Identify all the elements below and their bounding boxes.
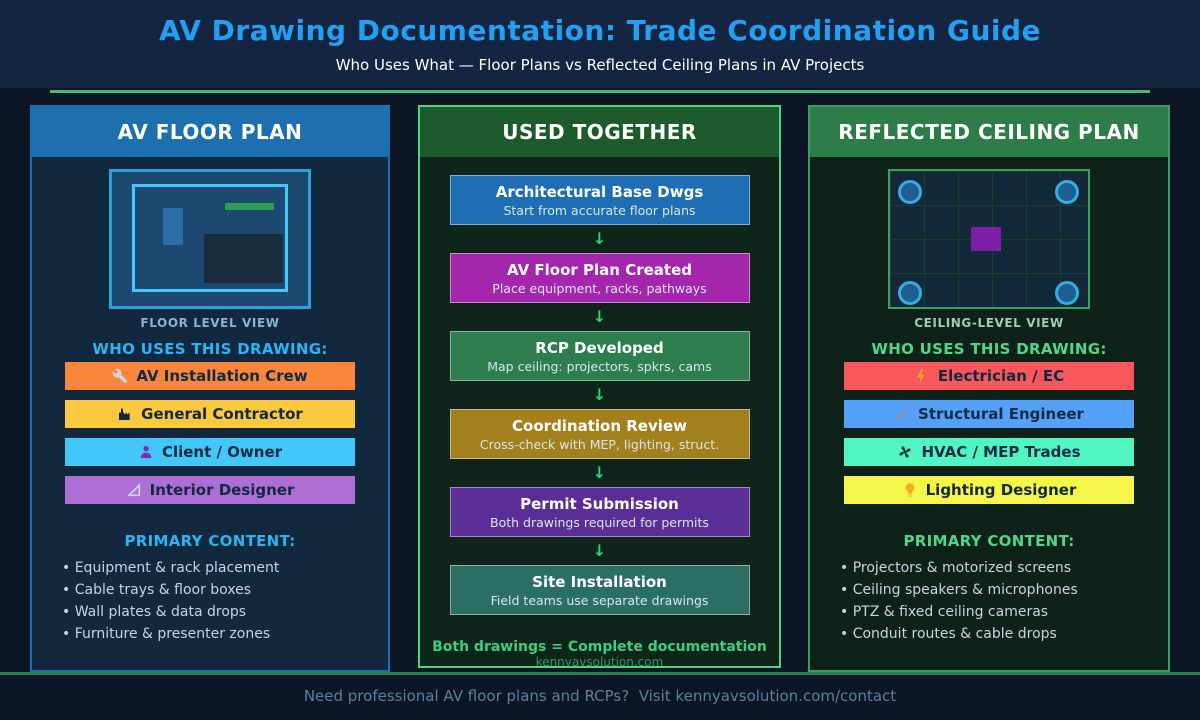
role-label: AV Installation Crew xyxy=(136,367,308,385)
list-item: • Projectors & motorized screens xyxy=(840,560,1072,576)
ceiling-speaker-shape xyxy=(898,281,922,305)
page-title: AV Drawing Documentation: Trade Coordina… xyxy=(158,14,1042,47)
fan-icon xyxy=(897,444,913,460)
reflected-ceiling-plan-panel: REFLECTED CEILING PLAN CEILING-LEVEL VIE… xyxy=(808,105,1170,672)
down-arrow-icon: ↓ xyxy=(592,307,607,326)
list-item: • Conduit routes & cable drops xyxy=(840,626,1057,642)
wrench-icon xyxy=(112,368,128,384)
display-screen-shape xyxy=(225,203,274,210)
list-item: • Wall plates & data drops xyxy=(62,604,247,620)
role-label: Structural Engineer xyxy=(918,405,1084,423)
factory-icon xyxy=(117,406,133,422)
role-bar-client-owner: Client / Owner xyxy=(65,438,355,466)
rcp-diagram-label: CEILING-LEVEL VIEW xyxy=(914,316,1064,330)
rcp-primary-content-list: • Projectors & motorized screens • Ceili… xyxy=(840,560,1168,648)
step-title: RCP Developed xyxy=(535,338,664,357)
projector-shape xyxy=(971,227,1001,251)
rcp-primary-content-title: PRIMARY CONTENT: xyxy=(903,532,1075,550)
step-subtitle: Both drawings required for permits xyxy=(490,514,709,530)
step-title: Site Installation xyxy=(532,572,667,591)
down-arrow-icon: ↓ xyxy=(592,229,607,248)
role-label: HVAC / MEP Trades xyxy=(921,443,1081,461)
role-label: Interior Designer xyxy=(149,481,295,499)
step-subtitle: Field teams use separate drawings xyxy=(490,592,709,608)
floor-plan-panel: AV FLOOR PLAN FLOOR LEVEL VIEW WHO USES … xyxy=(30,105,390,672)
flow-step-coordination-review: Coordination Review Cross-check with MEP… xyxy=(449,409,750,459)
role-bar-electrician: Electrician / EC xyxy=(844,362,1134,390)
role-label: Electrician / EC xyxy=(937,367,1065,385)
list-item: • PTZ & fixed ceiling cameras xyxy=(840,604,1049,620)
role-bar-structural-engineer: Structural Engineer xyxy=(844,400,1134,428)
floor-primary-content-list: • Equipment & rack placement • Cable tra… xyxy=(62,560,388,648)
footer-divider xyxy=(0,672,1200,675)
rcp-who-uses-title: WHO USES THIS DRAWING: xyxy=(871,340,1107,358)
floor-who-uses-title: WHO USES THIS DRAWING: xyxy=(92,340,328,358)
down-arrow-icon: ↓ xyxy=(592,385,607,404)
floor-role-list: AV Installation Crew General Contractor … xyxy=(32,362,388,504)
flow-step-av-floor-plan-created: AV Floor Plan Created Place equipment, r… xyxy=(449,253,750,303)
room-outline xyxy=(132,184,288,292)
floor-plan-panel-title: AV FLOOR PLAN xyxy=(32,107,388,157)
page-subtitle: Who Uses What — Floor Plans vs Reflected… xyxy=(335,56,865,74)
equipment-rack-shape xyxy=(163,208,183,245)
floor-primary-content-title: PRIMARY CONTENT: xyxy=(124,532,296,550)
step-subtitle: Place equipment, racks, pathways xyxy=(492,280,707,296)
bulb-icon xyxy=(902,482,918,498)
step-title: Permit Submission xyxy=(520,494,679,513)
list-item: • Ceiling speakers & microphones xyxy=(840,582,1078,598)
step-title: Architectural Base Dwgs xyxy=(495,182,704,201)
step-title: AV Floor Plan Created xyxy=(507,260,692,279)
flow-step-rcp-developed: RCP Developed Map ceiling: projectors, s… xyxy=(449,331,750,381)
down-arrow-icon: ↓ xyxy=(592,541,607,560)
rcp-panel-title: REFLECTED CEILING PLAN xyxy=(810,107,1168,157)
bolt-icon xyxy=(894,406,910,422)
step-title: Coordination Review xyxy=(512,416,687,435)
ceiling-speaker-shape xyxy=(1055,281,1079,305)
ceiling-speaker-shape xyxy=(1055,180,1079,204)
ceiling-speaker-shape xyxy=(898,180,922,204)
role-bar-av-installation-crew: AV Installation Crew xyxy=(65,362,355,390)
role-bar-interior-designer: Interior Designer xyxy=(65,476,355,504)
floor-diagram-label: FLOOR LEVEL VIEW xyxy=(140,316,280,330)
role-bar-general-contractor: General Contractor xyxy=(65,400,355,428)
step-subtitle: Start from accurate floor plans xyxy=(503,202,696,218)
complete-documentation-note: Both drawings = Complete documentation xyxy=(432,639,767,655)
role-bar-lighting-designer: Lighting Designer xyxy=(844,476,1134,504)
role-bar-hvac-mep: HVAC / MEP Trades xyxy=(844,438,1134,466)
workflow-steps: Architectural Base Dwgs Start from accur… xyxy=(420,175,779,615)
list-item: • Furniture & presenter zones xyxy=(62,626,271,642)
down-arrow-icon: ↓ xyxy=(592,463,607,482)
flow-step-permit-submission: Permit Submission Both drawings required… xyxy=(449,487,750,537)
ceiling-plan-diagram xyxy=(888,169,1090,309)
person-icon xyxy=(138,444,154,460)
list-item: • Cable trays & floor boxes xyxy=(62,582,252,598)
step-subtitle: Map ceiling: projectors, spkrs, cams xyxy=(487,358,712,374)
flow-step-architectural-base-dwgs: Architectural Base Dwgs Start from accur… xyxy=(449,175,750,225)
rcp-role-list: Electrician / EC Structural Engineer HVA… xyxy=(810,362,1168,504)
website-text: kennyavsolution.com xyxy=(535,655,664,668)
floor-plan-diagram xyxy=(109,169,311,309)
table-shape xyxy=(204,234,283,283)
used-together-panel-title: USED TOGETHER xyxy=(420,107,779,157)
flow-step-site-installation: Site Installation Field teams use separa… xyxy=(449,565,750,615)
header-divider xyxy=(50,90,1150,93)
role-label: Client / Owner xyxy=(161,443,283,461)
list-item: • Equipment & rack placement xyxy=(62,560,280,576)
step-subtitle: Cross-check with MEP, lighting, struct. xyxy=(479,436,720,452)
role-label: Lighting Designer xyxy=(925,481,1077,499)
set-square-icon xyxy=(126,482,142,498)
lightning-icon xyxy=(914,368,930,384)
footer-contact-text: Need professional AV floor plans and RCP… xyxy=(303,687,897,705)
used-together-panel: USED TOGETHER Architectural Base Dwgs St… xyxy=(418,105,781,668)
role-label: General Contractor xyxy=(141,405,303,423)
page-header: AV Drawing Documentation: Trade Coordina… xyxy=(0,0,1200,88)
